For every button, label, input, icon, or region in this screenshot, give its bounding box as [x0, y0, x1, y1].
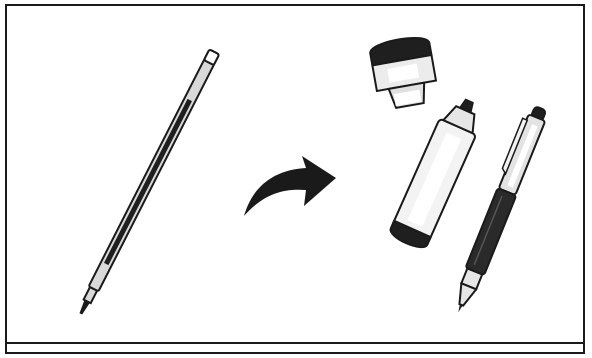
marker-cap-icon [369, 34, 440, 110]
marker-icon [388, 93, 488, 251]
refill-icon [76, 49, 219, 316]
curved-arrow-icon [244, 156, 336, 216]
